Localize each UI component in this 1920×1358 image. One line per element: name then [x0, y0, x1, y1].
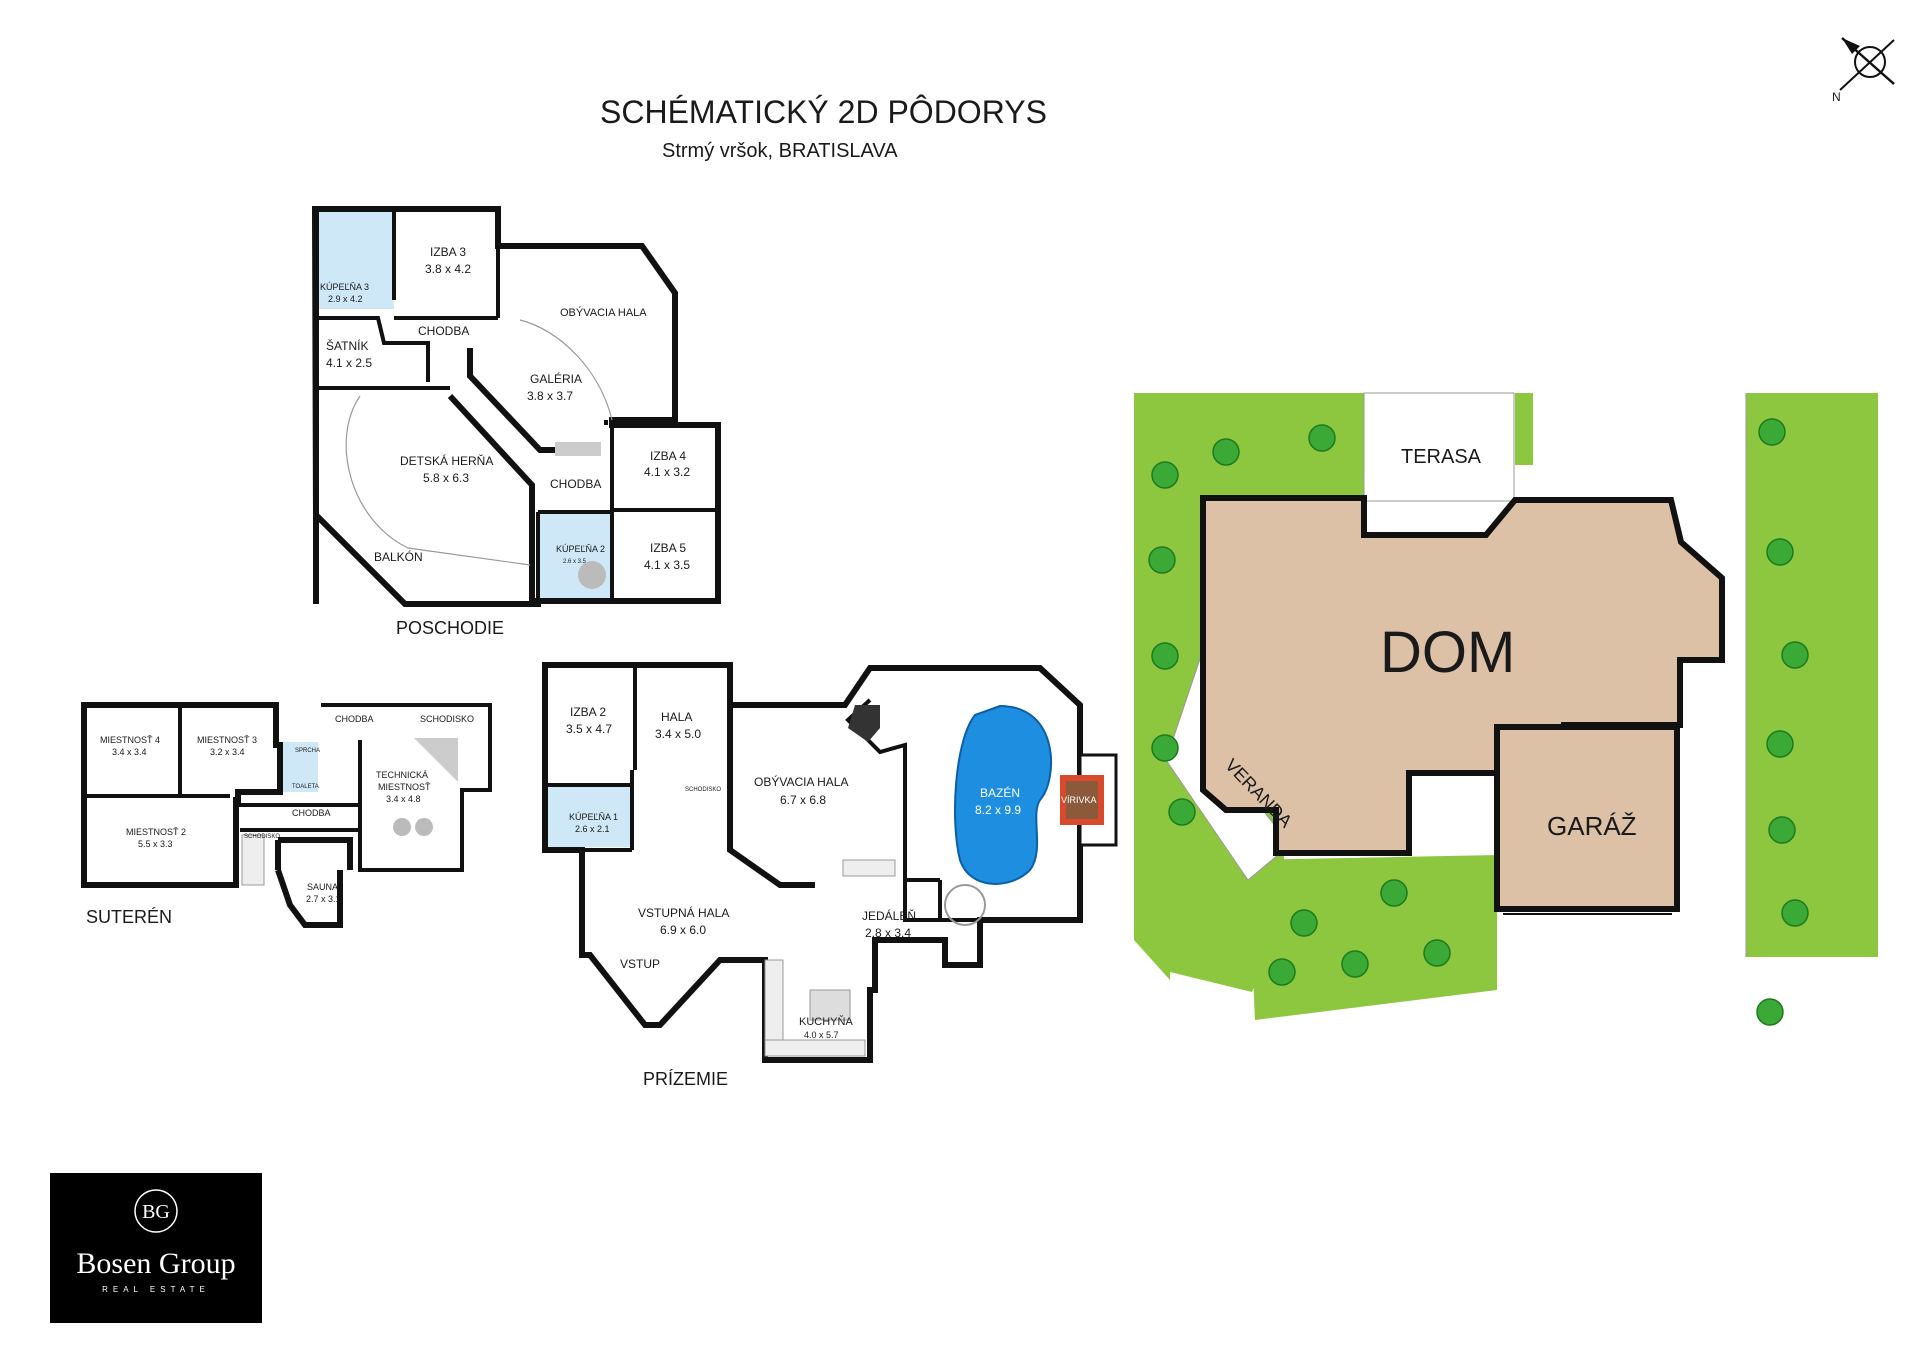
plan-title: SCHÉMATICKÝ 2D PÔDORYS — [600, 94, 1047, 130]
tech-size: 3.4 x 4.8 — [386, 794, 421, 804]
hala-size: 3.4 x 5.0 — [655, 727, 701, 741]
bazen-size: 8.2 x 9.9 — [975, 803, 1021, 817]
m3-name: MIESTNOSŤ 3 — [197, 735, 257, 745]
compass-label: N — [1832, 90, 1841, 104]
basement-floor-label: SUTERÉN — [86, 907, 172, 927]
dom-label: DOM — [1380, 620, 1515, 685]
galeria-name: GALÉRIA — [530, 371, 582, 386]
vstupna-size: 6.9 x 6.0 — [660, 923, 706, 937]
izba4-size: 4.1 x 3.2 — [644, 465, 690, 479]
sauna-name: SAUNA — [307, 882, 338, 892]
izba4-name: IZBA 4 — [650, 449, 686, 463]
herna-size: 5.8 x 6.3 — [423, 471, 469, 485]
sprcha-label: SPRCHA — [295, 748, 320, 754]
satnik-size: 4.1 x 2.5 — [326, 356, 372, 370]
bosen-group-logo: BG Bosen Group REAL ESTATE — [50, 1173, 262, 1323]
galeria-size: 3.8 x 3.7 — [527, 389, 573, 403]
m4-size: 3.4 x 3.4 — [112, 747, 147, 757]
kupelna3-name: KÚPEĽŇA 3 — [320, 282, 369, 292]
terasa-label: TERASA — [1401, 446, 1482, 468]
balkon-name: BALKÓN — [374, 549, 423, 564]
basement-floor — [81, 702, 492, 928]
upper-floor-label: POSCHODIE — [396, 618, 504, 638]
basement-chodba: CHODBA — [292, 808, 331, 818]
ground-floor — [542, 662, 1118, 1063]
jedalen-size: 2.8 x 3.4 — [865, 926, 911, 940]
kupelna2-size: 2.6 x 3.5 — [563, 559, 587, 565]
jedalen-name: JEDÁLEŇ — [862, 908, 916, 923]
izba3-name: IZBA 3 — [430, 245, 466, 259]
sauna-size: 2.7 x 3.1 — [306, 894, 341, 904]
izba5-size: 4.1 x 3.5 — [644, 558, 690, 572]
izba2-size: 3.5 x 4.7 — [566, 722, 612, 736]
m2-size: 5.5 x 3.3 — [138, 839, 173, 849]
ground-obyvacia-name: OBÝVACIA HALA — [754, 774, 848, 789]
kupelna3-size: 2.9 x 4.2 — [328, 294, 363, 304]
upper-chodba1-name: CHODBA — [418, 324, 469, 338]
herna-name: DETSKÁ HERŇA — [400, 453, 493, 468]
logo-name: Bosen Group — [76, 1247, 235, 1280]
toaleta-label: TOALETA — [292, 784, 319, 790]
logo-monogram: BG — [142, 1201, 170, 1223]
satnik-name: ŠATNÍK — [326, 338, 368, 353]
bazen-name: BAZÉN — [980, 785, 1020, 800]
m4-name: MIESTNOSŤ 4 — [100, 735, 160, 745]
vstup-label: VSTUP — [620, 957, 660, 971]
izba3-size: 3.8 x 4.2 — [425, 262, 471, 276]
kupelna1-size: 2.6 x 2.1 — [575, 824, 610, 834]
tech-line2: MIESTNOSŤ — [378, 782, 431, 792]
m3-size: 3.2 x 3.4 — [210, 747, 245, 757]
site-plan — [1134, 392, 1878, 1020]
upper-chodba2-name: CHODBA — [550, 477, 601, 491]
garden-trees — [1148, 418, 1809, 1026]
m2-name: MIESTNOSŤ 2 — [126, 827, 186, 837]
tech-line1: TECHNICKÁ — [376, 770, 428, 780]
plan-subtitle: Strmý vršok, BRATISLAVA — [662, 140, 898, 162]
kupelna2-name: KÚPEĽŇA 2 — [556, 544, 605, 554]
kuchyna-size: 4.0 x 5.7 — [804, 1030, 839, 1040]
logo-tagline: REAL ESTATE — [102, 1285, 210, 1294]
garaz-label: GARÁŽ — [1547, 811, 1637, 841]
kupelna1-name: KÚPEĽŇA 1 — [569, 812, 618, 822]
basement-schody: SCHODISKO — [244, 834, 280, 840]
ground-schodisko: SCHODISKO — [685, 787, 721, 793]
hala-name: HALA — [661, 710, 692, 724]
vstupna-name: VSTUPNÁ HALA — [638, 905, 729, 920]
basement-schodisko: SCHODISKO — [420, 714, 474, 724]
upper-obyvacia-name: OBÝVACIA HALA — [560, 306, 647, 319]
upper-floor — [311, 206, 721, 607]
kuchyna-name: KUCHYŇA — [799, 1015, 853, 1028]
ground-obyvacia-size: 6.7 x 6.8 — [780, 793, 826, 807]
ground-floor-label: PRÍZEMIE — [643, 1069, 728, 1089]
virivka-label: VÍRIVKA — [1061, 795, 1097, 805]
izba2-name: IZBA 2 — [570, 705, 606, 719]
basement-chodba-top: CHODBA — [335, 714, 374, 724]
izba5-name: IZBA 5 — [650, 541, 686, 555]
compass-icon — [1839, 37, 1895, 91]
